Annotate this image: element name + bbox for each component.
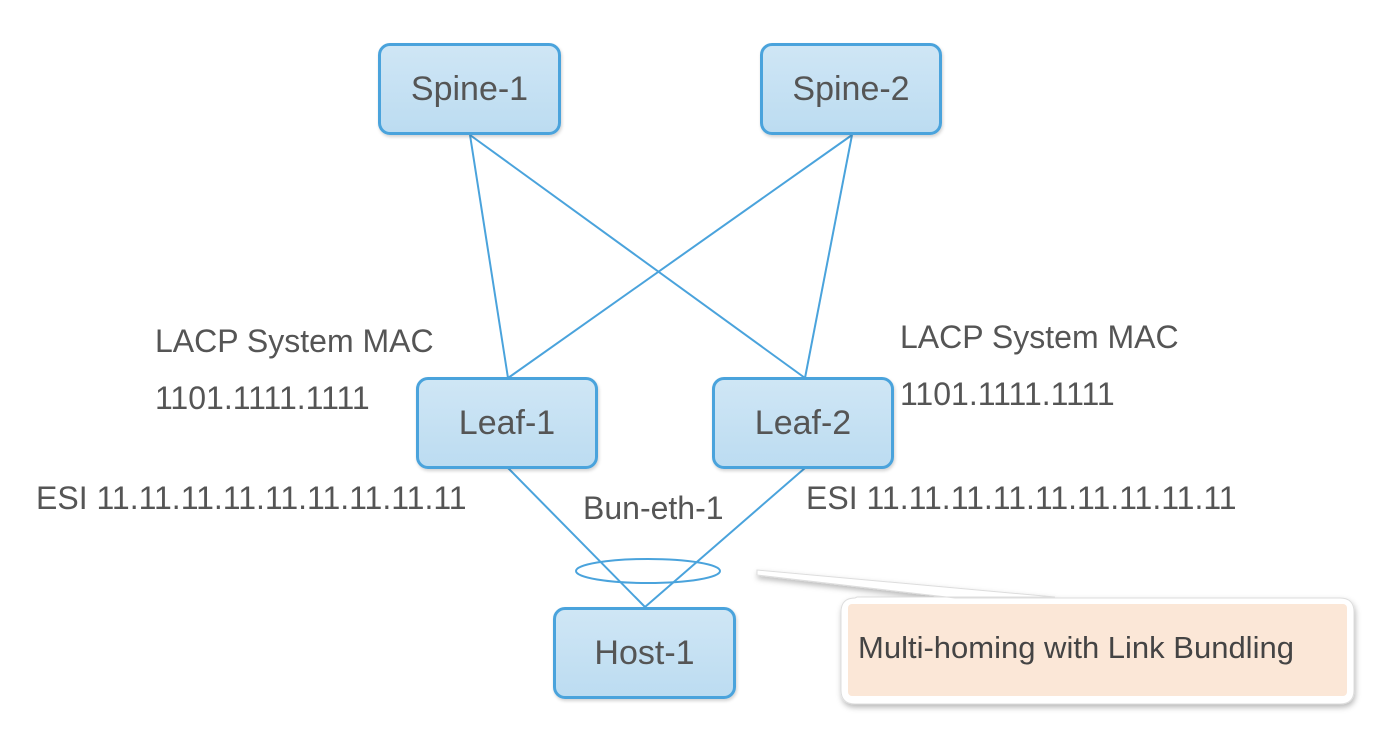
leaf-1-lacp-title: LACP System MAC (155, 323, 434, 359)
link-spine1-leaf1 (469, 134, 509, 379)
leaf-2-node[interactable]: Leaf-2 (712, 377, 894, 469)
leaf-2-lacp-title: LACP System MAC (900, 319, 1179, 355)
leaf-2-label: Leaf-2 (754, 403, 852, 442)
host-1-node[interactable]: Host-1 (553, 607, 736, 699)
leaf-1-lacp-mac: 1101.1111.1111 (155, 380, 370, 416)
bundle-label: Bun-eth-1 (583, 490, 724, 526)
link-leaf2-host1 (644, 467, 806, 608)
callout-text: Multi-homing with Link Bundling (858, 630, 1294, 665)
leaf-1-node[interactable]: Leaf-1 (416, 377, 598, 469)
host-1-label: Host-1 (594, 633, 695, 672)
link-spine2-leaf2 (804, 134, 853, 379)
leaf-1-esi: ESI 11.11.11.11.11.11.11.11.11 (36, 480, 467, 516)
link-spine1-leaf2 (469, 134, 806, 379)
leaf-2-esi: ESI 11.11.11.11.11.11.11.11.11 (806, 480, 1237, 516)
leaf-2-lacp-mac: 1101.1111.1111 (900, 376, 1115, 412)
spine-1-label: Spine-1 (410, 69, 529, 108)
bundle-ellipse (575, 558, 721, 584)
link-spine2-leaf1 (507, 134, 853, 379)
callout-body (848, 604, 1347, 696)
spine-2-label: Spine-2 (792, 69, 910, 108)
leaf-1-label: Leaf-1 (458, 403, 556, 442)
spine-1-node[interactable]: Spine-1 (378, 43, 561, 135)
spine-2-node[interactable]: Spine-2 (760, 43, 942, 135)
link-leaf1-host1 (507, 467, 646, 608)
